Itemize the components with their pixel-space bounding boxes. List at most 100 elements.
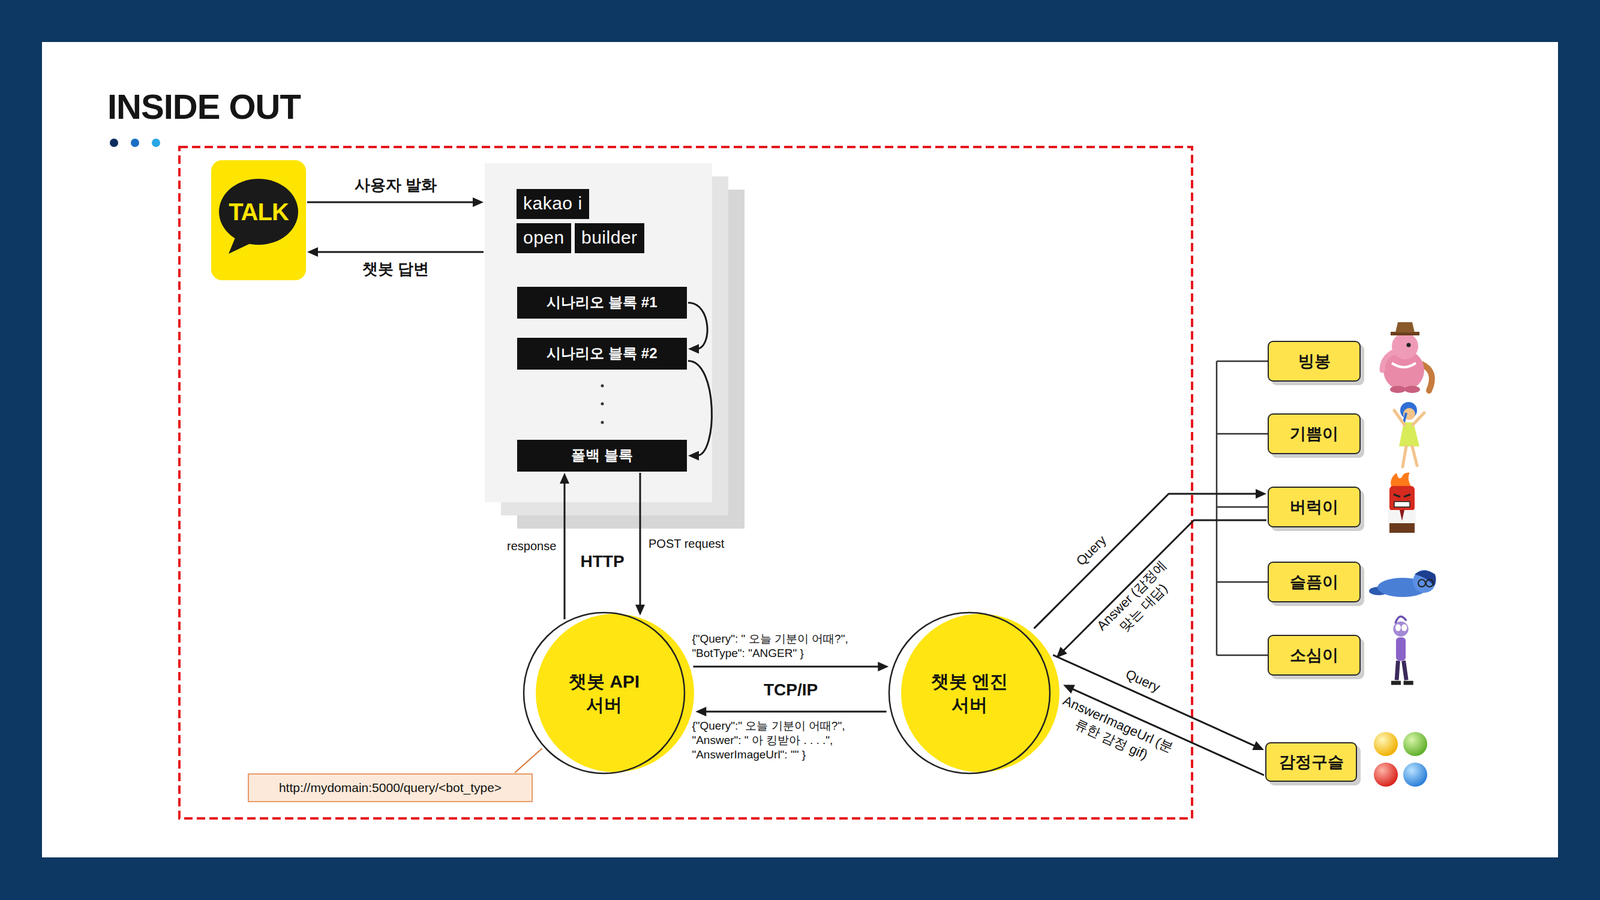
brand-tag: builder xyxy=(574,223,645,254)
group-bracket xyxy=(1216,361,1268,656)
character-box: 슬픔이 xyxy=(1267,561,1361,603)
connector-line xyxy=(563,481,566,620)
character-name: 버럭이 xyxy=(1289,497,1339,517)
edge-label: {"Query":" 오늘 기분이 어때?", "Answer": " 아 킹받… xyxy=(691,718,890,762)
arrowhead xyxy=(1255,488,1267,499)
connector-line xyxy=(688,302,708,350)
connector-line xyxy=(514,748,542,773)
server-fill xyxy=(535,613,695,773)
flow-arrow xyxy=(635,472,645,616)
arrowhead xyxy=(688,344,699,354)
arrowhead xyxy=(635,604,645,616)
arrowhead xyxy=(695,706,707,717)
edge-label: 챗봇 답변 xyxy=(362,259,429,279)
server-text: 챗봇 API 서버 xyxy=(559,669,650,717)
fear-figure xyxy=(1391,616,1414,684)
arrowhead xyxy=(307,247,318,257)
connector-line xyxy=(1062,520,1268,653)
scenario-block: 시나리오 블록 #2 xyxy=(517,337,687,370)
edge-label: POST request xyxy=(648,536,725,552)
builder-panel: kakao i openbuilder 시나리오 블록 #1 시나리오 블록 #2 폴백… xyxy=(484,163,713,503)
title-dot xyxy=(130,138,140,147)
anger-figure xyxy=(1388,472,1416,533)
edge-label: Query xyxy=(1123,665,1163,696)
bubble-tail xyxy=(228,233,254,254)
sadness-figure xyxy=(1369,569,1437,597)
arrowhead xyxy=(688,451,699,461)
connector-line xyxy=(639,472,642,608)
free-label: TCP/IP xyxy=(763,679,818,701)
block-text: 시나리오 블록 #1 xyxy=(546,293,657,312)
brand-tag: kakao i xyxy=(516,188,590,219)
bubble-body xyxy=(218,178,299,245)
server-outline xyxy=(887,611,1052,775)
arrowhead xyxy=(1063,684,1076,694)
builder-page xyxy=(484,163,713,503)
connector-line xyxy=(307,201,476,204)
character-name: 기쁨이 xyxy=(1289,424,1339,444)
character-name: 슬픔이 xyxy=(1289,572,1339,592)
scenario-block: 폴백 블록 xyxy=(517,439,687,472)
server-ring xyxy=(523,612,685,774)
url-text: http://mydomain:5000/query/<bot_type> xyxy=(278,779,502,795)
flow-arrow xyxy=(307,197,484,207)
character-box: 소심이 xyxy=(1267,634,1361,676)
block-text: 폴백 블록 xyxy=(571,446,633,465)
ellipsis-dot xyxy=(601,384,605,388)
server-circle: 챗봇 API 서버 xyxy=(522,611,686,775)
flow-arrow xyxy=(688,302,708,354)
memory-orbs xyxy=(1373,731,1428,787)
character-box: 버럭이 xyxy=(1267,486,1361,528)
title-dot xyxy=(151,138,161,147)
server-fill xyxy=(901,613,1060,773)
diagram-frame xyxy=(179,146,1193,819)
character-name: 감정구슬 xyxy=(1279,752,1344,772)
free-label: HTTP xyxy=(580,551,625,572)
connector-line xyxy=(688,361,712,456)
flow-arrow xyxy=(695,706,887,717)
title-dot xyxy=(109,138,119,147)
connector-line xyxy=(703,710,887,713)
icon-text: TALK xyxy=(228,199,289,224)
character-box: 감정구슬 xyxy=(1265,742,1358,782)
flow-arrow xyxy=(559,472,570,620)
edge-label: Query xyxy=(1072,532,1110,570)
server-ring xyxy=(889,612,1050,774)
edge-label: {"Query": " 오늘 기분이 어때?", "BotType": "ANG… xyxy=(691,631,890,661)
brand-tag: open xyxy=(516,223,572,254)
arrowhead xyxy=(472,197,484,207)
ellipsis-dot xyxy=(601,402,605,406)
edge-label: Answer (감정에 맞는 대답) xyxy=(1091,556,1184,648)
arrowhead xyxy=(1252,740,1265,750)
server-circle: 챗봇 엔진 서버 xyxy=(887,611,1052,775)
character-box: 빙봉 xyxy=(1267,340,1361,382)
flow-arrow xyxy=(307,247,484,257)
bingbong-figure xyxy=(1382,322,1433,393)
url-callout: http://mydomain:5000/query/<bot_type> xyxy=(247,773,533,803)
ellipsis-dot xyxy=(601,421,605,425)
joy-figure xyxy=(1394,401,1425,467)
edge-label: 사용자 발화 xyxy=(354,175,437,195)
block-text: 시나리오 블록 #2 xyxy=(546,344,657,363)
connector-line xyxy=(315,251,484,254)
arrowhead xyxy=(1056,646,1068,658)
character-box: 기쁨이 xyxy=(1267,413,1361,455)
flow-arrow xyxy=(688,361,712,461)
connector-line xyxy=(693,665,881,668)
server-outline xyxy=(522,611,686,775)
arrowhead xyxy=(559,472,570,484)
edge-label: AnswerImageUrl (분류한 감정 gif) xyxy=(1052,691,1176,771)
flow-arrow xyxy=(1056,520,1267,658)
slide-title: INSIDE OUT xyxy=(107,87,301,126)
edge-label: response xyxy=(506,538,557,554)
app-icon: TALK xyxy=(211,160,306,281)
arrowhead xyxy=(877,661,889,672)
scenario-block: 시나리오 블록 #1 xyxy=(517,286,687,319)
character-name: 소심이 xyxy=(1289,645,1339,665)
server-text: 챗봇 엔진 서버 xyxy=(924,669,1015,717)
character-name: 빙봉 xyxy=(1298,351,1331,371)
leader-line xyxy=(514,748,542,773)
flow-arrow xyxy=(693,661,890,672)
